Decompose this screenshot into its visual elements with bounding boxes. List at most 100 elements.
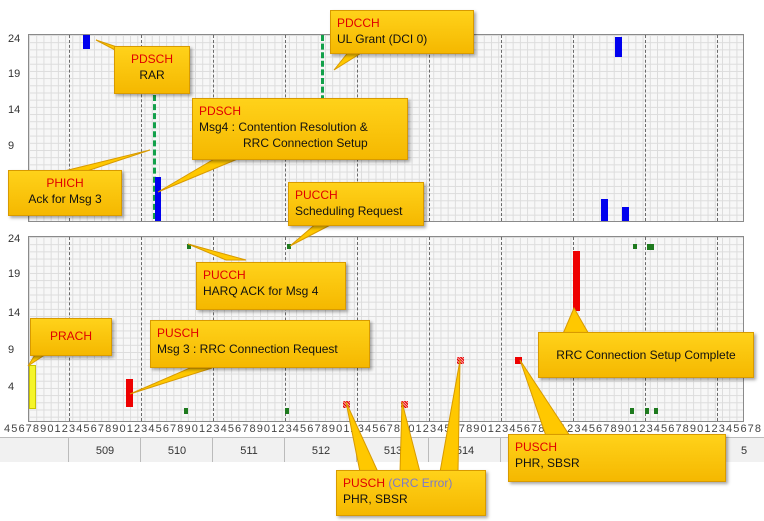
frame-label: 514 — [455, 445, 475, 457]
callout-pdcch: PDCCH UL Grant (DCI 0) — [330, 10, 474, 54]
subframe-digit: 2 — [206, 423, 213, 435]
pucch-block — [285, 408, 289, 414]
subframe-digit: 8 — [393, 423, 400, 435]
callout-pusch-phr: PUSCH PHR, SBSR — [508, 434, 726, 482]
pusch-msg3-block — [126, 379, 133, 407]
pusch-crc-error-block — [343, 401, 350, 408]
dl-ytick: 14 — [8, 104, 21, 116]
subframe-digit: 8 — [466, 423, 473, 435]
subframe-digit: 7 — [170, 423, 177, 435]
callout-channel: PDSCH — [130, 52, 173, 66]
frame-separator — [428, 438, 429, 462]
callout-text: HARQ ACK for Msg 4 — [203, 284, 319, 298]
subframe-digit: 8 — [32, 423, 39, 435]
ul-ytick: 9 — [8, 344, 15, 356]
callout-text: PHR, SBSR — [343, 492, 408, 506]
subframe-digit: 9 — [184, 423, 191, 435]
pdsch-block — [601, 199, 608, 221]
subframe-digit: 9 — [401, 423, 408, 435]
subframe-digit: 6 — [18, 423, 25, 435]
pucch-block — [647, 244, 654, 250]
subframe-digit: 2 — [639, 423, 646, 435]
frame-separator — [284, 438, 285, 462]
dl-ytick: 9 — [8, 140, 15, 152]
subframe-digit: 9 — [328, 423, 336, 435]
subframe-digit: 5 — [83, 423, 90, 435]
subframe-digit: 4 — [4, 423, 11, 435]
subframe-digit: 9 — [256, 423, 263, 435]
subframe-digit: 4 — [365, 423, 372, 435]
callout-channel: PDCCH — [337, 16, 380, 30]
subframe-digit: 4 — [653, 423, 660, 435]
subframe-digit: 5 — [733, 423, 740, 435]
subframe-divider — [501, 35, 502, 221]
callout-text: Ack for Msg 3 — [28, 192, 102, 206]
callout-text: Scheduling Request — [295, 204, 403, 218]
subframe-digit: 8 — [682, 423, 689, 435]
frame-label: 513 — [383, 445, 403, 457]
subframe-digit: 3 — [718, 423, 725, 435]
subframe-digit: 3 — [502, 423, 509, 435]
subframe-digit: 0 — [119, 423, 126, 435]
subframe-digit: 5 — [11, 423, 18, 435]
subframe-digit: 4 — [148, 423, 155, 435]
callout-rrc-complete: RRC Connection Setup Complete — [538, 332, 754, 378]
subframe-digit: 2 — [494, 423, 502, 435]
pdsch-block — [615, 37, 622, 57]
callout-text-line1: Msg4 : Contention Resolution & — [199, 120, 368, 134]
subframe-digit: 1 — [415, 423, 422, 435]
subframe-divider — [573, 35, 574, 221]
subframe-digit: 8 — [105, 423, 112, 435]
ul-ytick: 14 — [8, 307, 21, 319]
subframe-divider — [69, 35, 70, 221]
pucch-sr-block — [287, 244, 291, 249]
pusch-phr-block — [515, 357, 522, 364]
callout-crc-error: (CRC Error) — [388, 476, 453, 490]
subframe-digit: 6 — [596, 423, 603, 435]
callout-text-line2: RRC Connection Setup — [243, 136, 368, 150]
frame-label: 511 — [240, 445, 258, 457]
subframe-digit: 2 — [350, 423, 357, 435]
subframe-digit: 5 — [155, 423, 162, 435]
pucch-block — [633, 244, 637, 249]
pucch-block — [630, 408, 634, 414]
pdsch-rar-block — [83, 35, 90, 49]
subframe-digit: 1 — [54, 423, 61, 435]
ul-ytick: 4 — [8, 381, 15, 393]
subframe-digit: 8 — [321, 423, 328, 435]
subframe-digit: 3 — [429, 423, 437, 435]
subframe-digit: 4 — [292, 423, 299, 435]
callout-channel: PUSCH — [515, 440, 558, 454]
callout-text: RRC Connection Setup Complete — [556, 348, 736, 362]
subframe-digit: 5 — [444, 423, 451, 435]
subframe-digit: 1 — [198, 423, 206, 435]
subframe-digit: 4 — [509, 423, 516, 435]
callout-channel: PUCCH — [203, 268, 246, 282]
subframe-digit: 9 — [689, 423, 697, 435]
callout-text: UL Grant (DCI 0) — [337, 32, 428, 46]
pucch-block — [654, 408, 658, 414]
subframe-digit: 4 — [76, 423, 83, 435]
subframe-digit: 0 — [480, 423, 487, 435]
callout-channel: PHICH — [46, 176, 84, 190]
subframe-digit: 4 — [726, 423, 733, 435]
subframe-digit: 6 — [668, 423, 675, 435]
subframe-divider — [141, 35, 142, 221]
subframe-digit: 0 — [624, 423, 632, 435]
subframe-digit: 9 — [617, 423, 624, 435]
subframe-digit: 6 — [162, 423, 169, 435]
callout-channel-row: PUSCH (CRC Error) — [343, 475, 479, 491]
uplink-panel — [28, 236, 744, 422]
callout-pusch-msg3: PUSCH Msg 3 : RRC Connection Request — [150, 320, 370, 368]
frame-label: 512 — [311, 445, 331, 457]
pusch-crc-error-block — [401, 401, 408, 408]
subframe-digit: 7 — [97, 423, 104, 435]
subframe-digit: 3 — [68, 423, 76, 435]
subframe-digit: 9 — [473, 423, 480, 435]
callout-channel: PRACH — [49, 329, 92, 343]
subframe-digit: 7 — [242, 423, 249, 435]
callout-pucch-sr: PUCCH Scheduling Request — [288, 182, 424, 226]
subframe-divider — [501, 237, 502, 421]
frame-separator — [68, 438, 69, 462]
ul-ytick: 19 — [8, 268, 21, 280]
